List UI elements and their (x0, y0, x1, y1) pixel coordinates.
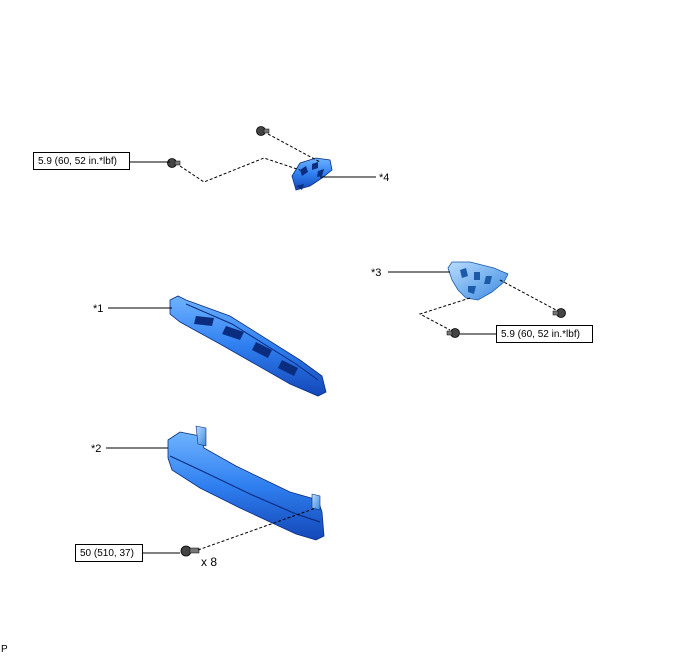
leader-lines-part2 (106, 447, 317, 554)
right-bracket (447, 261, 509, 301)
leader-lines-upper (130, 133, 376, 183)
torque-spec-right-bracket: 5.9 (60, 52 in.*lbf) (496, 325, 593, 343)
bolt-icon (180, 545, 200, 557)
leader-lines-right (388, 271, 557, 335)
callout-part4: *4 (379, 172, 389, 184)
figure-code: P (1, 644, 8, 655)
bumper-reinforcement (167, 425, 325, 541)
callout-part3: *3 (371, 267, 381, 279)
bolt-icon (446, 328, 460, 338)
bumper-energy-absorber (169, 295, 327, 397)
bolt-icon (167, 158, 181, 168)
callout-part1: *1 (93, 303, 103, 315)
upper-bracket (291, 157, 333, 191)
torque-spec-upper-bracket: 5.9 (60, 52 in.*lbf) (33, 152, 130, 170)
callout-part2: *2 (91, 443, 101, 455)
bolt-icon (552, 308, 566, 318)
bolt-quantity: x 8 (201, 555, 218, 569)
bolt-icon (256, 126, 270, 136)
torque-spec-reinforcement: 50 (510, 37) (75, 544, 143, 562)
